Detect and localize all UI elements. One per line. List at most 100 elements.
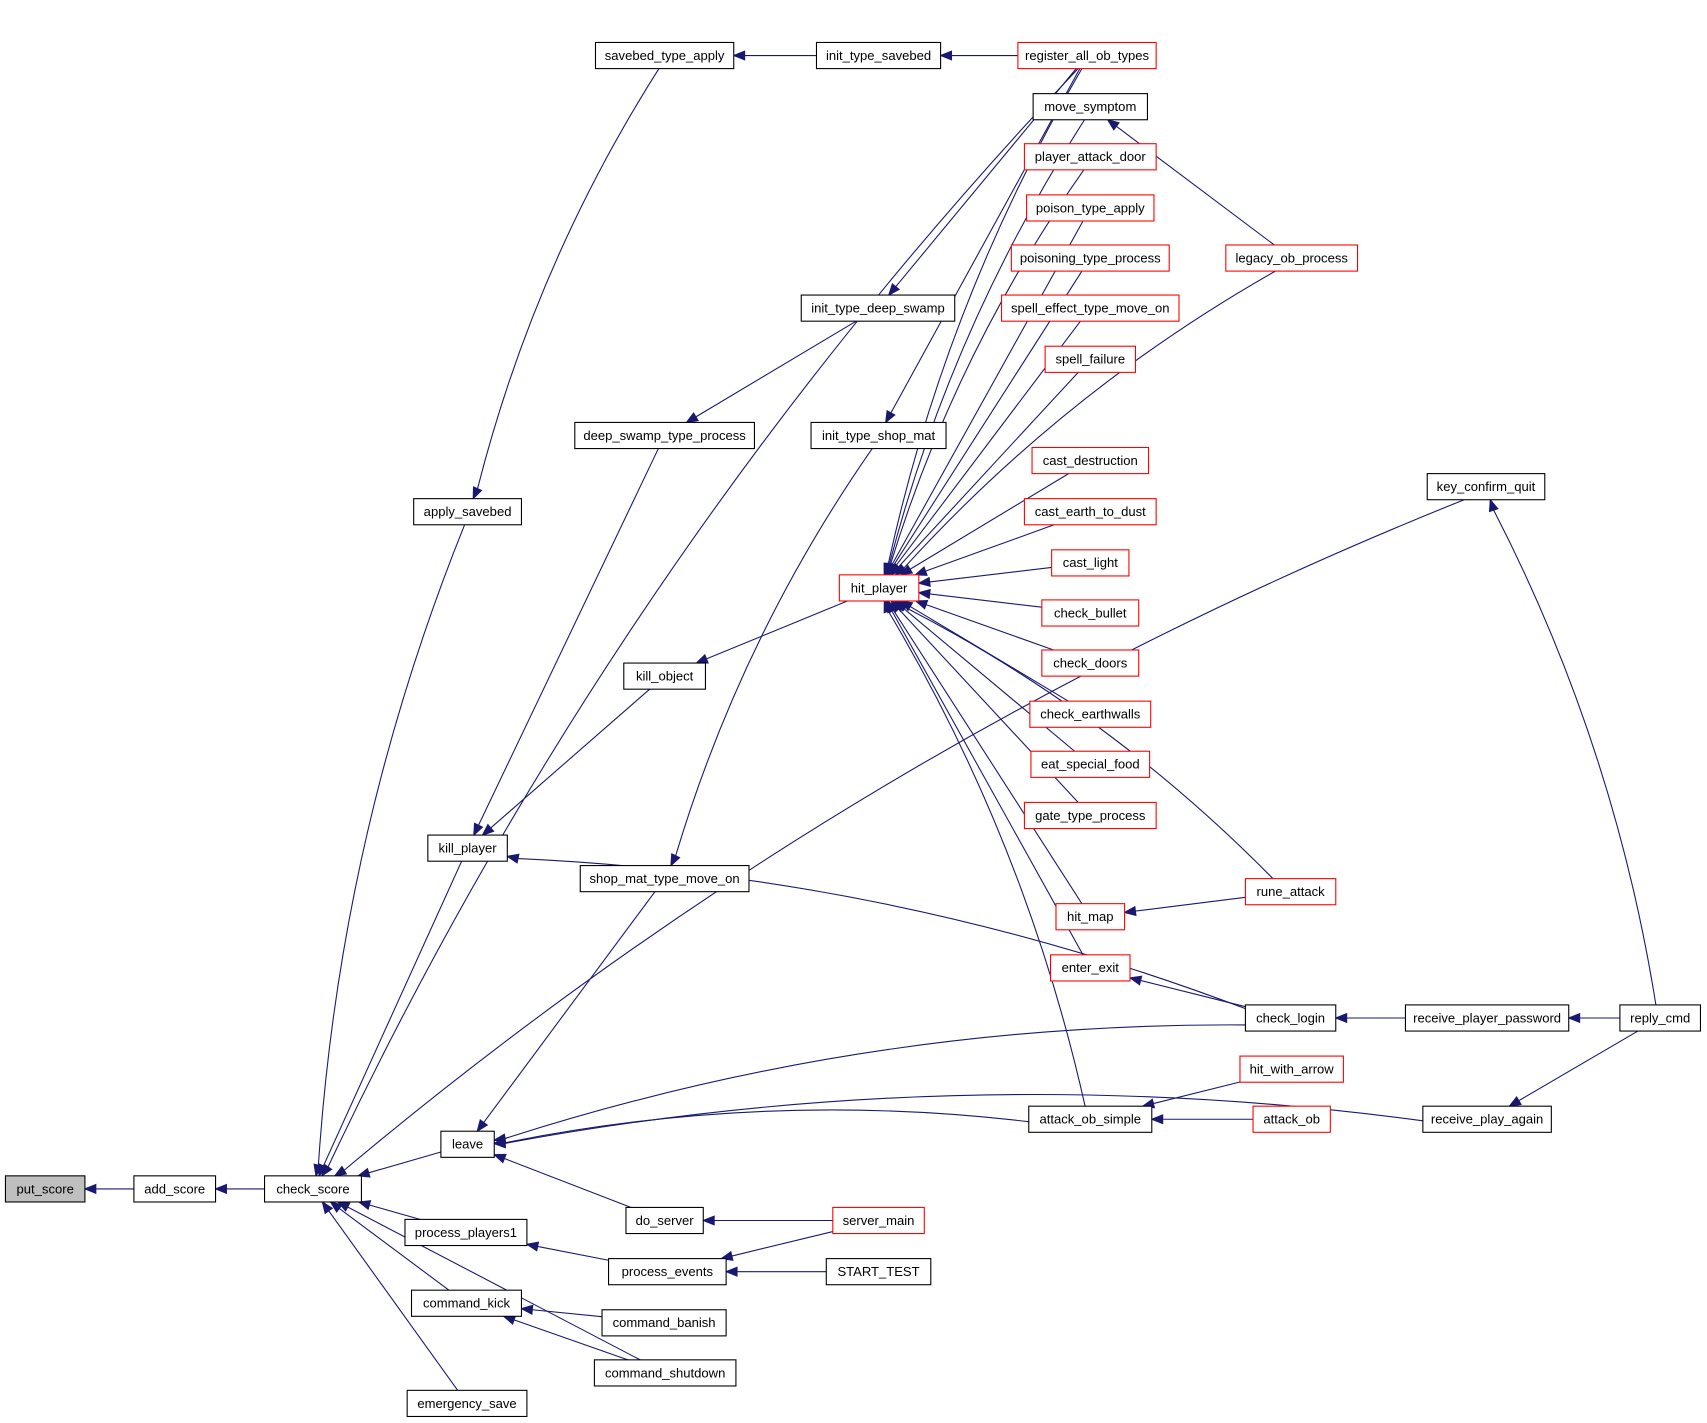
node-server-main[interactable]: server_main — [832, 1206, 925, 1235]
node-box[interactable] — [1028, 1105, 1153, 1133]
node-box[interactable] — [1244, 878, 1337, 906]
node-box[interactable] — [1404, 1004, 1570, 1032]
node-add-score[interactable]: add_score — [133, 1175, 217, 1203]
node-key-confirm-quit[interactable]: key_confirm_quit — [1426, 473, 1546, 501]
node-box[interactable] — [1031, 446, 1150, 475]
node-box[interactable] — [1426, 473, 1546, 501]
node-cast-destruction[interactable]: cast_destruction — [1031, 446, 1150, 475]
node-eat-special-food[interactable]: eat_special_food — [1030, 750, 1151, 778]
node-command-shutdown[interactable]: command_shutdown — [593, 1359, 737, 1387]
node-box[interactable] — [440, 1130, 495, 1158]
node-box[interactable] — [1051, 549, 1130, 577]
node-box[interactable] — [594, 41, 735, 70]
node-box[interactable] — [1041, 649, 1140, 677]
node-box[interactable] — [579, 865, 750, 893]
node-attack-ob[interactable]: attack_ob — [1252, 1105, 1331, 1133]
node-box[interactable] — [810, 421, 947, 450]
node-leave[interactable]: leave — [440, 1130, 495, 1158]
node-shop-mat-type-move-on[interactable]: shop_mat_type_move_on — [579, 865, 750, 893]
node-box[interactable] — [1225, 244, 1359, 272]
node-spell-effect-type-move-on[interactable]: spell_effect_type_move_on — [1001, 294, 1180, 322]
node-check-doors[interactable]: check_doors — [1041, 649, 1140, 677]
node-hit-player[interactable]: hit_player — [838, 574, 920, 602]
node-box[interactable] — [133, 1175, 217, 1203]
node-enter-exit[interactable]: enter_exit — [1050, 954, 1131, 982]
node-box[interactable] — [593, 1359, 737, 1387]
node-rune-attack[interactable]: rune_attack — [1244, 878, 1337, 906]
node-box[interactable] — [1032, 93, 1148, 121]
node-command-kick[interactable]: command_kick — [410, 1289, 523, 1317]
node-start-test[interactable]: START_TEST — [825, 1258, 932, 1286]
node-gate-type-process[interactable]: gate_type_process — [1023, 801, 1157, 830]
node-box[interactable] — [1044, 345, 1137, 373]
node-box[interactable] — [1030, 750, 1151, 778]
node-box[interactable] — [410, 1289, 523, 1317]
node-receive-play-again[interactable]: receive_play_again — [1422, 1105, 1552, 1133]
node-box[interactable] — [1029, 700, 1152, 728]
node-box[interactable] — [1055, 903, 1126, 931]
node-init-type-deep-swamp[interactable]: init_type_deep_swamp — [800, 294, 956, 322]
node-box[interactable] — [1422, 1105, 1552, 1133]
node-box[interactable] — [1017, 41, 1157, 70]
node-kill-player[interactable]: kill_player — [427, 834, 508, 862]
node-hit-with-arrow[interactable]: hit_with_arrow — [1239, 1055, 1344, 1083]
node-box[interactable] — [825, 1258, 932, 1286]
node-spell-failure[interactable]: spell_failure — [1044, 345, 1137, 373]
node-box[interactable] — [1023, 143, 1157, 171]
node-savebed-type-apply[interactable]: savebed_type_apply — [594, 41, 735, 70]
node-box[interactable] — [1010, 244, 1170, 272]
node-box[interactable] — [815, 41, 942, 70]
node-attack-ob-simple[interactable]: attack_ob_simple — [1028, 1105, 1153, 1133]
node-poison-type-apply[interactable]: poison_type_apply — [1026, 194, 1155, 222]
node-box[interactable] — [574, 421, 755, 450]
node-box[interactable] — [832, 1206, 925, 1235]
node-command-banish[interactable]: command_banish — [601, 1309, 727, 1337]
node-box[interactable] — [1619, 1004, 1702, 1032]
node-box[interactable] — [1001, 294, 1180, 322]
node-move-symptom[interactable]: move_symptom — [1032, 93, 1148, 121]
node-apply-savebed[interactable]: apply_savebed — [413, 498, 523, 526]
node-box[interactable] — [1026, 194, 1155, 222]
node-box[interactable] — [1023, 801, 1157, 830]
node-box[interactable] — [1023, 498, 1157, 526]
node-box[interactable] — [1252, 1105, 1331, 1133]
node-box[interactable] — [4, 1175, 86, 1203]
node-reply-cmd[interactable]: reply_cmd — [1619, 1004, 1702, 1032]
node-box[interactable] — [625, 1206, 704, 1235]
node-box[interactable] — [1041, 599, 1140, 627]
node-box[interactable] — [800, 294, 956, 322]
node-box[interactable] — [608, 1258, 727, 1286]
node-box[interactable] — [623, 662, 706, 690]
node-do-server[interactable]: do_server — [625, 1206, 704, 1235]
node-box[interactable] — [1244, 1004, 1337, 1032]
node-box[interactable] — [838, 574, 920, 602]
node-player-attack-door[interactable]: player_attack_door — [1023, 143, 1157, 171]
node-emergency-save[interactable]: emergency_save — [406, 1389, 528, 1418]
node-poisoning-type-process[interactable]: poisoning_type_process — [1010, 244, 1170, 272]
node-check-score[interactable]: check_score — [263, 1175, 362, 1203]
node-box[interactable] — [413, 498, 523, 526]
node-check-earthwalls[interactable]: check_earthwalls — [1029, 700, 1152, 728]
node-check-bullet[interactable]: check_bullet — [1041, 599, 1140, 627]
node-init-type-shop-mat[interactable]: init_type_shop_mat — [810, 421, 947, 450]
node-box[interactable] — [1050, 954, 1131, 982]
node-check-login[interactable]: check_login — [1244, 1004, 1337, 1032]
node-box[interactable] — [263, 1175, 362, 1203]
node-process-players1[interactable]: process_players1 — [404, 1218, 528, 1247]
node-box[interactable] — [601, 1309, 727, 1337]
node-cast-light[interactable]: cast_light — [1051, 549, 1130, 577]
node-process-events[interactable]: process_events — [608, 1258, 727, 1286]
node-receive-player-password[interactable]: receive_player_password — [1404, 1004, 1570, 1032]
node-box[interactable] — [404, 1218, 528, 1247]
node-init-type-savebed[interactable]: init_type_savebed — [815, 41, 942, 70]
node-cast-earth-to-dust[interactable]: cast_earth_to_dust — [1023, 498, 1157, 526]
node-legacy-ob-process[interactable]: legacy_ob_process — [1225, 244, 1359, 272]
node-kill-object[interactable]: kill_object — [623, 662, 706, 690]
node-deep-swamp-type-process[interactable]: deep_swamp_type_process — [574, 421, 755, 450]
node-put-score[interactable]: put_score — [4, 1175, 86, 1203]
node-box[interactable] — [406, 1389, 528, 1418]
node-register-all-ob-types[interactable]: register_all_ob_types — [1017, 41, 1157, 70]
node-hit-map[interactable]: hit_map — [1055, 903, 1126, 931]
node-box[interactable] — [427, 834, 508, 862]
node-box[interactable] — [1239, 1055, 1344, 1083]
